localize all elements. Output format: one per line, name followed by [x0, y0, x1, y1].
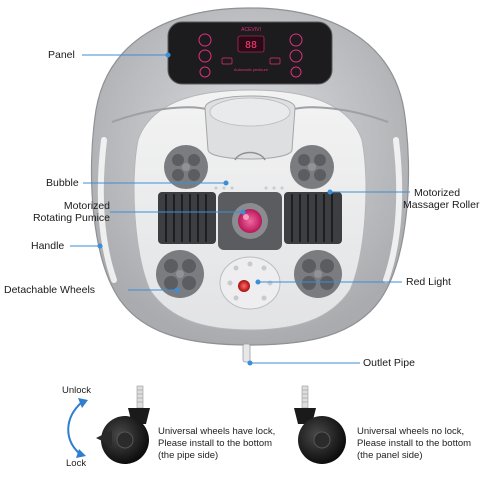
red-light	[238, 280, 250, 292]
light-button[interactable]	[199, 66, 211, 78]
label-rotating-pumice-line1: Motorized	[63, 200, 110, 212]
massage-node-top-left	[164, 145, 208, 189]
left-wheel-caption-line3: (the pipe side)	[158, 450, 219, 461]
left-wheel-caption-line1: Universal wheels have lock,	[158, 426, 276, 437]
label-panel: Panel	[48, 49, 75, 61]
lock-unlock-arrow	[67, 398, 88, 458]
bubble-holes	[214, 186, 284, 190]
down-button[interactable]	[221, 57, 233, 65]
temperature-button[interactable]	[289, 49, 303, 63]
label-outlet-pipe: Outlet Pipe	[363, 357, 415, 369]
brand-text: ACEVIVI	[241, 27, 261, 33]
right-wheel-caption-line1: Universal wheels no lock,	[357, 426, 465, 437]
label-lock: Lock	[66, 458, 87, 469]
massage-node-bottom-right	[294, 250, 342, 298]
label-massager-roller-line2: Massager Roller	[403, 199, 480, 211]
timer-button[interactable]	[289, 33, 303, 47]
power-button[interactable]	[198, 33, 212, 47]
left-wheel-caption-line2: Please install to the bottom	[158, 438, 273, 449]
drain-plate	[219, 256, 281, 310]
display-digits: 88	[245, 40, 257, 51]
label-unlock: Unlock	[62, 385, 92, 396]
label-rotating-pumice-line2: Rotating Pumice	[32, 212, 110, 224]
massager-roller-right	[284, 192, 342, 244]
caster-wheel-with-lock	[96, 385, 150, 464]
massage-node-bottom-left	[156, 250, 204, 298]
label-massager-roller-line1: Motorized	[414, 187, 461, 199]
massage-node-top-right	[290, 145, 334, 189]
up-button[interactable]	[269, 57, 281, 65]
control-panel: 88 ACEVIVI Automatic pedicure	[167, 21, 333, 85]
rotating-pumice	[218, 192, 282, 250]
massager-roller-left	[158, 192, 216, 244]
roller-button[interactable]	[290, 66, 302, 78]
panel-caption: Automatic pedicure	[234, 67, 269, 72]
right-wheel-caption-line2: Please install to the bottom	[357, 438, 472, 449]
outlet-pipe	[242, 343, 251, 363]
label-handle: Handle	[31, 240, 65, 252]
leader-lines	[70, 52, 410, 366]
bubble-button[interactable]	[198, 49, 212, 63]
label-bubble: Bubble	[46, 177, 79, 189]
label-red-light: Red Light	[406, 276, 451, 288]
caster-wheel-no-lock	[294, 385, 346, 464]
right-wheel-caption-line3: (the panel side)	[357, 450, 423, 461]
splash-guard	[204, 95, 296, 161]
label-detachable-wheels: Detachable Wheels	[4, 284, 96, 296]
